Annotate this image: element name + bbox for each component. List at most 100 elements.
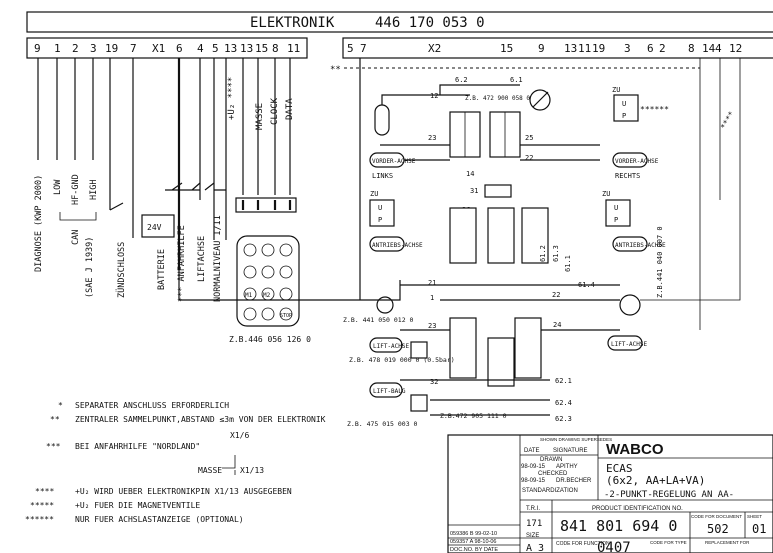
- svg-text:****: ****: [719, 110, 737, 131]
- svg-text:SEPARATER ANSCHLUSS ERFORDERLI: SEPARATER ANSCHLUSS ERFORDERLICH: [75, 401, 229, 410]
- svg-text:4: 4: [715, 42, 722, 55]
- svg-text:LINKS: LINKS: [372, 172, 393, 180]
- svg-text:T.R.I.: T.R.I.: [526, 506, 540, 512]
- svg-text:CHECKED: CHECKED: [538, 471, 568, 477]
- remote-ref: Z.B.446 056 126 0: [229, 335, 311, 344]
- svg-text:62.3: 62.3: [555, 415, 572, 423]
- header-title: ELEKTRONIK: [250, 15, 335, 31]
- svg-text:(6x2, AA+LA+VA): (6x2, AA+LA+VA): [606, 474, 705, 487]
- x1-pin: 2: [72, 42, 79, 55]
- svg-text:31: 31: [470, 187, 478, 195]
- x1-pin: 8: [272, 42, 279, 55]
- height-sensor-top-right: [613, 94, 639, 122]
- svg-text:NORMALNIVEAU I/II: NORMALNIVEAU I/II: [213, 215, 223, 302]
- svg-text:P: P: [614, 216, 618, 224]
- svg-text:STANDARDIZATION: STANDARDIZATION: [522, 488, 578, 494]
- svg-text:14: 14: [466, 170, 474, 178]
- remote-connector: [235, 197, 297, 213]
- svg-text:3: 3: [624, 42, 631, 55]
- svg-text:M2: M2: [263, 292, 271, 299]
- svg-text:SIGNATURE: SIGNATURE: [553, 448, 588, 454]
- svg-text:LIFTACHSE: LIFTACHSE: [197, 236, 207, 282]
- svg-text:61.2: 61.2: [539, 245, 547, 262]
- svg-text:****: ****: [35, 487, 54, 496]
- height-sensor-left: [369, 199, 395, 227]
- ref-472-905: Z.B.472 905 111 0: [440, 412, 507, 420]
- svg-text:32: 32: [430, 378, 438, 386]
- svg-text:+U₂ FUER DIE MAGNETVENTILE: +U₂ FUER DIE MAGNETVENTILE: [75, 501, 200, 510]
- x1-connector: [26, 37, 308, 59]
- svg-text:6.2: 6.2: [455, 76, 468, 84]
- x1-pin: 13: [240, 42, 253, 55]
- valve-ref-top: Z.B. 472 900 058 0: [465, 95, 530, 102]
- svg-text:12: 12: [729, 42, 742, 55]
- x1-pin: 11: [287, 42, 300, 55]
- svg-text:62.1: 62.1: [555, 377, 572, 385]
- x1-label: X1: [152, 42, 165, 55]
- svg-text:RECHTS: RECHTS: [615, 172, 640, 180]
- svg-text:HF-GND: HF-GND: [71, 174, 81, 205]
- x1-wires: [37, 58, 291, 270]
- x1-pin: 7: [130, 42, 137, 55]
- svg-text:ZU: ZU: [602, 190, 610, 198]
- svg-text:CODE FOR TYPE: CODE FOR TYPE: [650, 540, 687, 545]
- svg-text:**: **: [50, 415, 60, 424]
- x1-pin: 9: [34, 42, 41, 55]
- svg-text:01: 01: [752, 522, 766, 536]
- svg-text:A 3: A 3: [526, 543, 544, 553]
- svg-text:M1: M1: [245, 292, 253, 299]
- title-block: [447, 434, 773, 553]
- svg-text:CAN: CAN: [71, 230, 81, 245]
- height-sensor-right: [605, 199, 631, 227]
- svg-text:SHOWN DRAWING SUPERSEDES: SHOWN DRAWING SUPERSEDES: [540, 437, 612, 442]
- svg-text:98-09-15: 98-09-15: [521, 464, 546, 470]
- x2-pin-labels: 5 7 X2 15 9 13 11 19 3 6 2 8 14 4 12: [347, 42, 742, 55]
- svg-text:P: P: [622, 112, 626, 120]
- x1-pin: 15: [255, 42, 268, 55]
- svg-text:DR.BECHER: DR.BECHER: [556, 478, 592, 484]
- switch-bank: [165, 182, 226, 191]
- footnotes: *SEPARATER ANSCHLUSS ERFORDERLICH **ZENT…: [25, 401, 326, 524]
- header-box: [26, 11, 773, 33]
- svg-text:BEI ANFAHRHILFE "NORDLAND": BEI ANFAHRHILFE "NORDLAND": [75, 442, 200, 451]
- svg-text:******: ******: [640, 105, 669, 114]
- svg-text:LIFT-ACHSE: LIFT-ACHSE: [611, 341, 648, 348]
- svg-text:15: 15: [500, 42, 513, 55]
- svg-text:LIFT-BALG: LIFT-BALG: [373, 388, 406, 395]
- pressure-gauge-right: [619, 294, 641, 316]
- svg-text:DRAWN: DRAWN: [540, 457, 562, 463]
- svg-text:98-09-15: 98-09-15: [521, 478, 546, 484]
- header-part-number: 446 170 053 0: [375, 15, 485, 31]
- left-labels: DIAGNOSE (KWP 2000) LOW HF-GND HIGH CAN …: [34, 174, 223, 302]
- svg-text:STOP: STOP: [280, 313, 292, 319]
- antriebsachse-left: [369, 236, 405, 252]
- valve-mid-1: [449, 207, 477, 264]
- svg-text:X1/6: X1/6: [230, 431, 249, 440]
- svg-text:PRODUCT IDENTIFICATION NO.: PRODUCT IDENTIFICATION NO.: [592, 506, 683, 512]
- svg-text:SHEET: SHEET: [747, 514, 762, 519]
- svg-text:ANTRIEBS-ACHSE: ANTRIEBS-ACHSE: [615, 242, 666, 249]
- can-bracket: [59, 212, 97, 221]
- x1-pin: 4: [197, 42, 204, 55]
- svg-text:5: 5: [347, 42, 354, 55]
- svg-text:22: 22: [552, 291, 560, 299]
- svg-text:P: P: [378, 216, 382, 224]
- svg-text:ZU: ZU: [612, 86, 620, 94]
- svg-text:19: 19: [592, 42, 605, 55]
- x1-pin: 3: [90, 42, 97, 55]
- valve-lower-2: [487, 337, 515, 387]
- masse-label: MASSE: [255, 103, 265, 130]
- x1-pin: 13: [224, 42, 237, 55]
- battery-voltage: 24V: [147, 223, 162, 232]
- svg-text:ANTRIEBS-ACHSE: ANTRIEBS-ACHSE: [372, 242, 423, 249]
- svg-text:13: 13: [564, 42, 577, 55]
- svg-text:ZENTRALER SAMMELPUNKT,ABSTAND: ZENTRALER SAMMELPUNKT,ABSTAND ≤3m VON DE…: [75, 415, 326, 424]
- svg-text:DATE: DATE: [524, 448, 540, 454]
- svg-text:2: 2: [659, 42, 666, 55]
- ref-475-015: Z.B. 475 015 003 0: [347, 420, 418, 428]
- svg-text:DIAGNOSE (KWP 2000): DIAGNOSE (KWP 2000): [34, 175, 44, 272]
- svg-text:LOW: LOW: [53, 179, 63, 195]
- svg-text:6: 6: [647, 42, 654, 55]
- lift-balg: [369, 382, 403, 398]
- svg-text:ZÜNDSCHLOSS: ZÜNDSCHLOSS: [116, 242, 127, 298]
